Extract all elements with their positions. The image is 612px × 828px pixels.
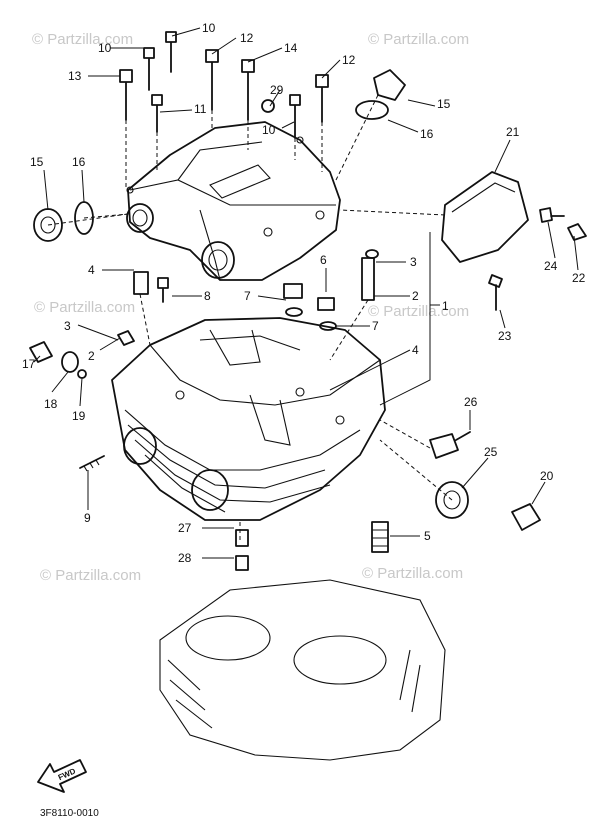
forward-arrow: FWD [37, 759, 87, 793]
callout-9: 9 [84, 511, 91, 525]
callout-24: 24 [544, 259, 558, 273]
callout-15-b: 15 [437, 97, 451, 111]
watermarks: © Partzilla.com © Partzilla.com © Partzi… [32, 31, 469, 584]
callout-18: 18 [44, 397, 58, 411]
callout-27: 27 [178, 521, 192, 535]
callout-7-b: 7 [372, 319, 379, 333]
drawing-code: 3F8110-0010 [40, 808, 99, 819]
housing-bolts [119, 31, 329, 190]
callout-15-a: 15 [30, 155, 44, 169]
callout-7-a: 7 [244, 289, 251, 303]
callout-6: 6 [320, 253, 327, 267]
callout-25: 25 [484, 445, 498, 459]
dowel-pins [235, 521, 389, 571]
callout-4-b: 4 [412, 343, 419, 357]
leader-lines [33, 27, 579, 559]
callout-12-b: 12 [342, 53, 356, 67]
callout-23: 23 [498, 329, 512, 343]
callout-16-b: 16 [420, 127, 434, 141]
watermark-3: © Partzilla.com [34, 299, 135, 316]
callout-11: 11 [194, 102, 207, 116]
callout-3-b: 3 [64, 319, 71, 333]
camshaft-housing [126, 121, 341, 281]
callout-labels: 10 10 12 14 13 11 12 29 10 15 16 15 16 2… [22, 21, 586, 565]
callout-12-a: 12 [240, 31, 254, 45]
stud-bolt [79, 455, 105, 472]
callout-10-b: 10 [202, 21, 216, 35]
watermark-5: © Partzilla.com [40, 567, 141, 584]
callout-3-a: 3 [410, 255, 417, 269]
callout-16-a: 16 [72, 155, 86, 169]
callout-26: 26 [464, 395, 478, 409]
callout-19: 19 [72, 409, 86, 423]
reference-lines [47, 94, 453, 540]
spark-plug-parts [429, 431, 541, 531]
watermark-2: © Partzilla.com [368, 31, 469, 48]
callout-21: 21 [506, 125, 520, 139]
callout-28: 28 [178, 551, 192, 565]
side-plug-left [33, 201, 94, 242]
tappet-cover [441, 171, 587, 311]
watermark-4: © Partzilla.com [368, 303, 469, 320]
watermark-1: © Partzilla.com [32, 31, 133, 48]
side-plug-right [355, 69, 406, 120]
callout-22: 22 [572, 271, 586, 285]
cylinder-head [111, 317, 386, 521]
callout-13: 13 [68, 69, 82, 83]
callout-8: 8 [204, 289, 211, 303]
callout-29: 29 [270, 83, 284, 97]
callout-5: 5 [424, 529, 431, 543]
callout-2-a: 2 [412, 289, 419, 303]
callout-4-a: 4 [88, 263, 95, 277]
callout-1: 1 [442, 299, 449, 313]
head-side-plug [29, 341, 87, 379]
callout-20: 20 [540, 469, 554, 483]
cylinder-block-outline [159, 579, 446, 761]
watermark-6: © Partzilla.com [362, 565, 463, 582]
callout-10-a: 10 [98, 41, 112, 55]
callout-2-b: 2 [88, 349, 95, 363]
callout-14: 14 [284, 41, 298, 55]
callout-10-c: 10 [262, 123, 276, 137]
callout-17: 17 [22, 357, 36, 371]
